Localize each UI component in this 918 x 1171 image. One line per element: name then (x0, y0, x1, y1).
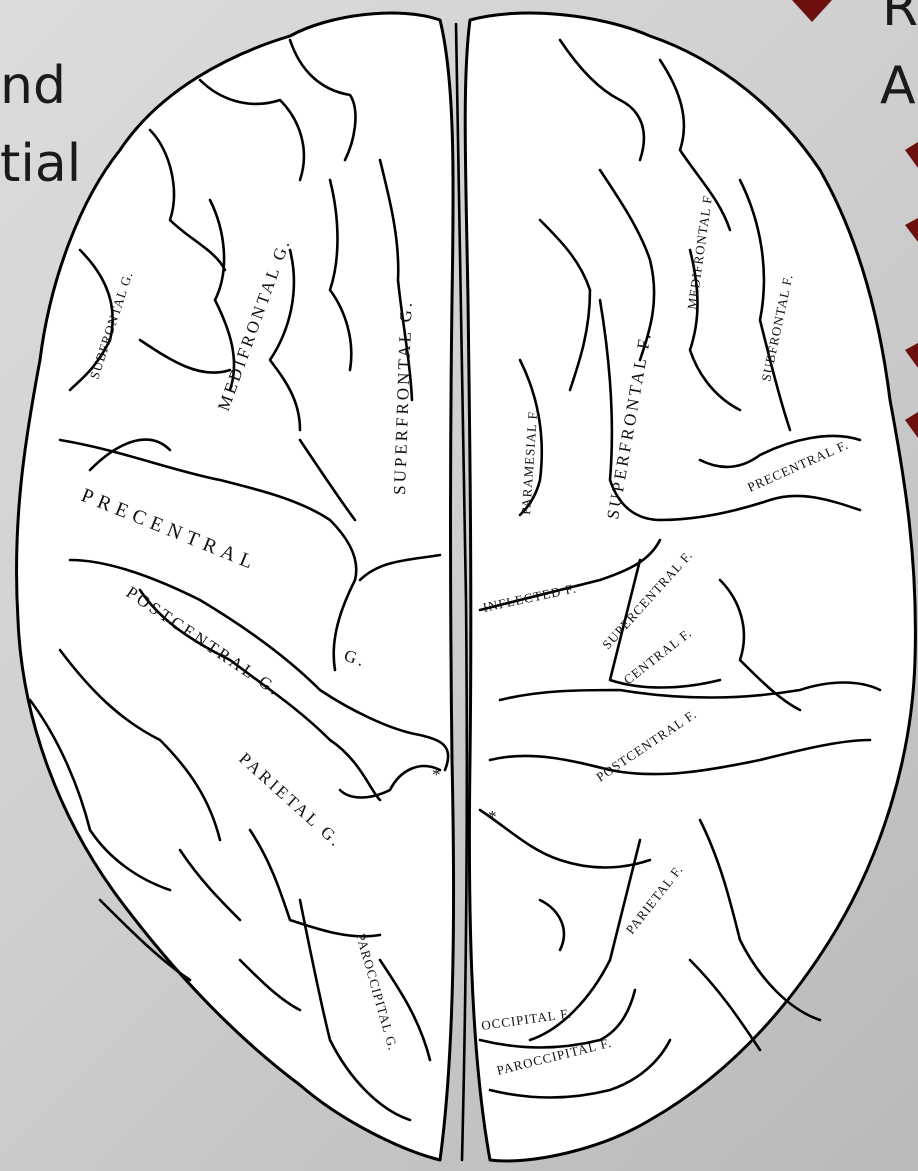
left-hemisphere (17, 13, 454, 1160)
bullet-icon (905, 412, 918, 438)
bullet-icon (792, 0, 832, 22)
bullet-icon (905, 343, 918, 368)
bullet-icon (905, 218, 918, 242)
right-hemisphere (465, 13, 915, 1161)
bullet-icon (905, 142, 918, 168)
label-asterisk-left: * (432, 765, 444, 784)
label-asterisk-right: * (488, 807, 500, 826)
